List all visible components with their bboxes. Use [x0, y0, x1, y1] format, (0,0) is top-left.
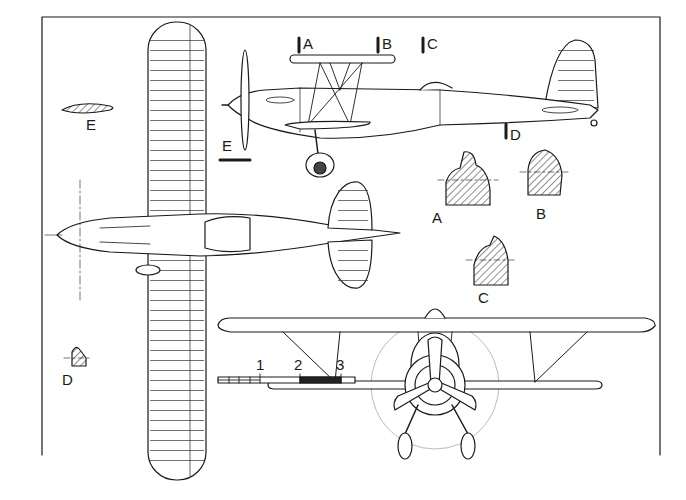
side-view-part — [542, 107, 578, 113]
side-view-part — [420, 82, 452, 90]
side-view-part — [315, 130, 318, 154]
front-view-part — [425, 309, 445, 318]
side-view-part — [220, 159, 250, 162]
plan-view-part — [80, 180, 81, 300]
front-view-part — [438, 382, 476, 410]
side-view-part — [299, 38, 506, 138]
plan-view-part — [136, 265, 160, 275]
section-marker: D — [510, 127, 521, 142]
side-view-part — [290, 55, 395, 63]
side-view-part — [591, 120, 597, 126]
side-view-part — [545, 40, 598, 108]
section-label: A — [432, 210, 442, 225]
front-view-part — [461, 433, 475, 459]
plan-view-part — [338, 246, 368, 284]
scale-number: 3 — [336, 357, 344, 372]
scale-bar-part — [218, 374, 341, 383]
front-view-part — [394, 382, 432, 410]
side-view-part — [241, 50, 249, 150]
front-view-part — [218, 318, 655, 332]
plan-view-part — [100, 226, 150, 244]
aircraft-three-view-part — [42, 17, 660, 480]
section-label: E — [86, 117, 96, 132]
front-view-part — [405, 405, 468, 434]
section-profiles-part — [62, 104, 113, 113]
plan-view-part — [45, 235, 62, 236]
scale-bar — [218, 374, 355, 383]
plan-view-part — [338, 188, 368, 226]
section-marker: A — [303, 36, 313, 51]
side-view-part — [266, 97, 294, 103]
side-view-part — [285, 121, 370, 129]
section-marker: C — [427, 36, 438, 51]
scale-number: 2 — [294, 357, 302, 372]
section-profiles-part — [72, 347, 86, 366]
sheet-frame-part — [42, 17, 660, 455]
sheet-frame — [42, 17, 660, 455]
side-view-part — [314, 162, 326, 174]
side-view-part — [558, 50, 594, 104]
section-marker: B — [382, 36, 392, 51]
section-profiles-part — [528, 150, 562, 195]
section-label: D — [62, 372, 73, 387]
front-view — [218, 309, 655, 459]
plan-view-part — [328, 182, 372, 230]
section-profiles-part — [474, 236, 508, 285]
front-view-part — [398, 433, 412, 459]
side-view-part — [306, 153, 334, 177]
section-label: C — [478, 290, 489, 305]
front-view-part — [428, 378, 442, 392]
section-marker: E — [222, 138, 232, 153]
side-view-part — [222, 104, 228, 106]
section-label: B — [536, 206, 546, 221]
side-view-part — [228, 88, 598, 138]
side-view-part — [308, 63, 362, 125]
plan-view-part — [328, 240, 372, 288]
scale-number: 1 — [256, 357, 264, 372]
section-profiles-part — [446, 152, 490, 205]
scale-bar-part — [300, 377, 341, 383]
plan-view-part — [205, 217, 250, 252]
